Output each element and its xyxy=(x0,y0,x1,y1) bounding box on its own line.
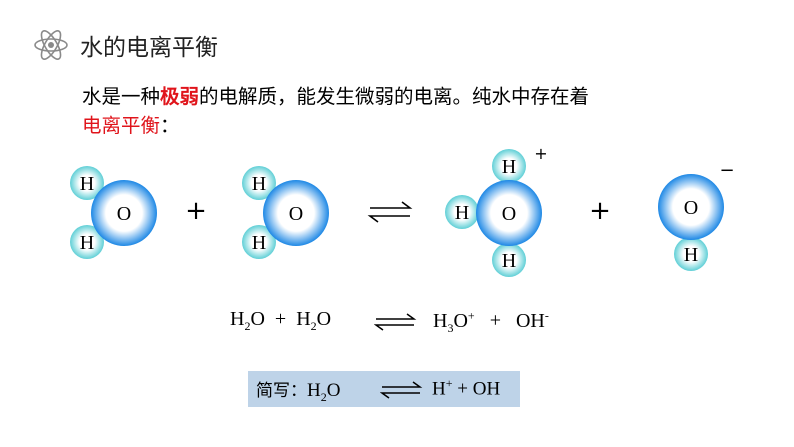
atom-label: H xyxy=(502,250,516,272)
page-title: 水的电离平衡 xyxy=(80,35,218,61)
formula-water: H2O xyxy=(307,380,341,404)
atom-label: O xyxy=(684,197,698,219)
water-molecule-2: H H O xyxy=(242,166,329,259)
formula-water: H2O xyxy=(230,308,265,333)
simplified-form-box xyxy=(248,371,520,407)
hydronium-ion: H H H O + xyxy=(445,144,548,277)
simplified-label: 简写： xyxy=(256,381,307,401)
ionization-products: H3O+ + OH- xyxy=(433,308,549,336)
water-molecule-1: H H O xyxy=(70,166,157,259)
equilibrium-arrow-icon xyxy=(374,313,417,331)
plus-sign: + xyxy=(185,196,207,226)
hydrogen-atom xyxy=(674,237,708,271)
plus-sign: + xyxy=(589,196,611,226)
para-text-1: 水是一种 xyxy=(82,85,161,108)
atom-label: H xyxy=(252,173,266,195)
oxygen-atom xyxy=(91,180,157,246)
simplified-products: H+ + OH xyxy=(432,376,501,400)
hydrogen-atom xyxy=(492,149,526,183)
atom-label: O xyxy=(117,203,131,225)
ionization-equation: H2O + H2O xyxy=(230,308,331,334)
equilibrium-arrow-icon xyxy=(380,381,423,399)
atom-label: H xyxy=(455,202,469,224)
para-text-3: ： xyxy=(160,114,180,137)
equilibrium-arrow-icon xyxy=(367,201,413,223)
simplified-equation: 简写：H2O xyxy=(256,376,340,405)
formula-hydroxide: OH- xyxy=(515,308,549,332)
atom-icon xyxy=(34,30,68,60)
emphasis-weak: 极弱 xyxy=(160,85,200,108)
hydrogen-atom xyxy=(492,243,526,277)
para-text-2: 的电解质，能发生微弱的电离。纯水中存在着 xyxy=(199,85,590,108)
hydrogen-atom xyxy=(70,225,104,259)
positive-charge: + xyxy=(534,144,547,163)
molecule-diagram: H H O + H H O H H H xyxy=(70,144,735,277)
atom-label: H xyxy=(502,156,516,178)
oxygen-atom xyxy=(263,180,329,246)
atom-label: O xyxy=(502,203,516,225)
hydrogen-atom xyxy=(70,166,104,200)
atom-label: H xyxy=(252,232,266,254)
intro-paragraph: 水是一种极弱的电解质，能发生微弱的电离。纯水中存在着 电离平衡： xyxy=(82,82,589,140)
atom-label: H xyxy=(80,232,94,254)
oxygen-atom xyxy=(476,180,542,246)
negative-charge: − xyxy=(719,160,734,181)
oxygen-atom xyxy=(658,174,724,240)
formula-water: H2O xyxy=(296,308,332,333)
atom-label: H xyxy=(80,173,94,195)
hydrogen-atom xyxy=(242,225,276,259)
formula-hydronium: H3O+ xyxy=(433,308,475,335)
atom-label: H xyxy=(684,244,698,266)
emphasis-equilibrium: 电离平衡 xyxy=(82,114,161,137)
plus-sign: + xyxy=(489,309,501,332)
plus-sign: + xyxy=(274,308,287,330)
hydrogen-atom xyxy=(242,166,276,200)
atom-label: O xyxy=(289,203,303,225)
hydroxide-ion: H O − xyxy=(658,160,735,271)
hydrogen-atom xyxy=(445,195,479,229)
